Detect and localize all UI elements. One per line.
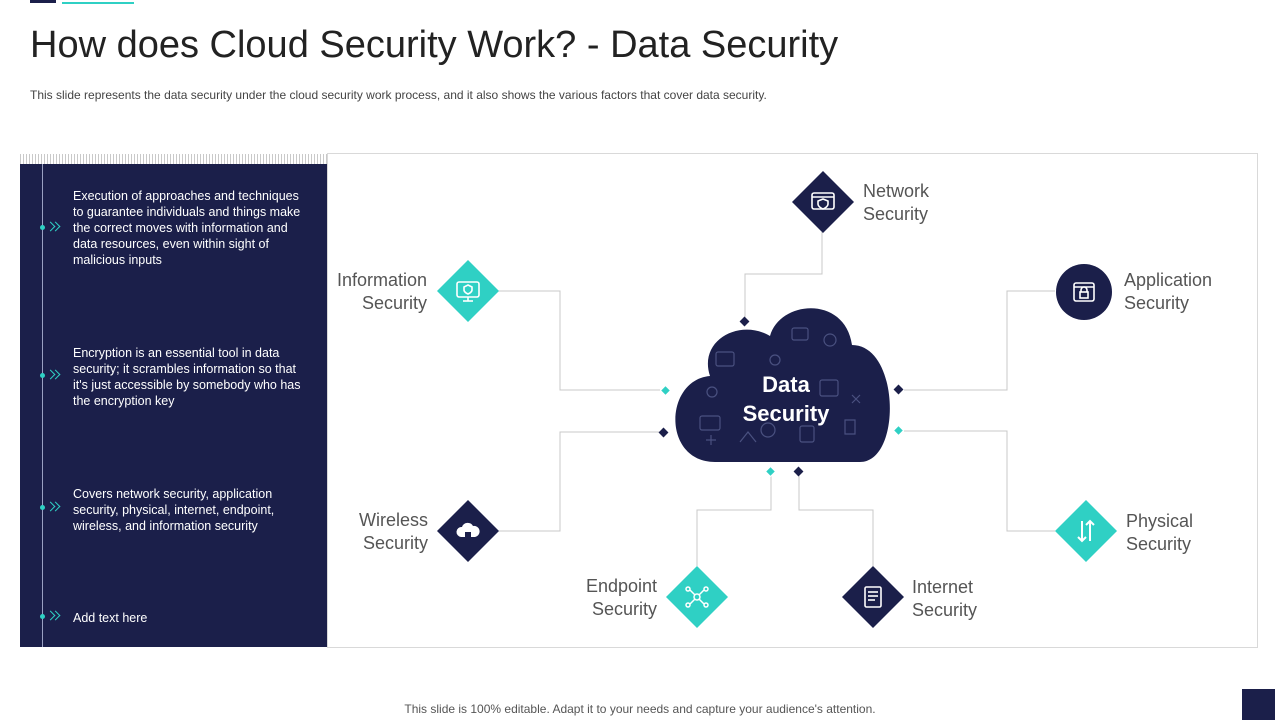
application-security-node [1053, 261, 1115, 323]
left-panel: Execution of approaches and techniques t… [20, 164, 328, 647]
page-subtitle: This slide represents the data security … [30, 88, 767, 102]
app-lock-icon [1073, 282, 1095, 302]
diamond-shape [437, 260, 499, 322]
network-security-node [792, 171, 854, 233]
center-label-line2: Security [742, 401, 830, 426]
wireless-security-node [437, 500, 499, 562]
diamond-shape [1055, 500, 1117, 562]
document-icon [864, 586, 882, 608]
panel-text-2: Encryption is an essential tool in data … [73, 346, 301, 408]
page-title: How does Cloud Security Work? - Data Sec… [30, 24, 839, 66]
footer-note: This slide is 100% editable. Adapt it to… [404, 702, 876, 716]
up-down-arrows-icon [1077, 519, 1095, 543]
panel-stripes [20, 154, 328, 164]
panel-text-4: Add text here [73, 611, 148, 625]
information-security-node [437, 260, 499, 322]
bullet-icon [38, 368, 62, 384]
center-label: Data Security [700, 370, 872, 428]
physical-security-node [1055, 500, 1117, 562]
top-accent [30, 0, 134, 4]
panel-timeline [42, 164, 43, 647]
diamond-shape [666, 566, 728, 628]
bullet-icon [38, 609, 62, 625]
panel-text-1: Execution of approaches and techniques t… [73, 189, 301, 267]
diamond-shape [842, 566, 904, 628]
endpoint-security-node [666, 566, 728, 628]
diamond-shape [792, 171, 854, 233]
cloud-lock-icon [456, 522, 480, 538]
browser-shield-icon [811, 192, 835, 210]
network-nodes-icon [685, 586, 709, 608]
corner-block [1242, 689, 1275, 720]
panel-text-3: Covers network security, application sec… [73, 487, 275, 533]
monitor-shield-icon [456, 281, 480, 302]
bullet-icon [38, 220, 62, 236]
internet-security-node [842, 566, 904, 628]
bullet-icon [38, 500, 62, 516]
center-label-line1: Data [762, 372, 810, 397]
